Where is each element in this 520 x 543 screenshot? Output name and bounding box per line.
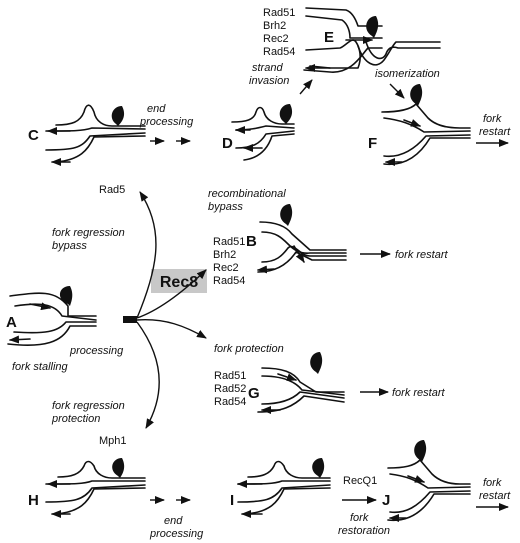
rad5-label: Rad5	[99, 184, 125, 196]
panel-g-blob-icon	[310, 352, 323, 374]
panel-d-letter: D	[222, 135, 233, 152]
fork-restart-j-line1: fork	[483, 477, 502, 489]
recombinational-bypass-line1: recombinational	[208, 188, 286, 200]
g-protein-1: Rad51	[214, 370, 246, 382]
fork-restart-g-label: fork restart	[392, 387, 446, 399]
e-protein-2: Brh2	[263, 20, 286, 32]
panel-e-letter: E	[324, 29, 334, 46]
strand-invasion-line2: invasion	[249, 75, 289, 87]
end-processing-top-line2: processing	[139, 116, 194, 128]
strand-invasion-line1: strand	[252, 62, 283, 74]
panel-h-blob-icon	[112, 458, 125, 478]
end-processing-bottom-line2: processing	[149, 528, 204, 540]
fork-restart-f-line1: fork	[483, 113, 502, 125]
b-protein-2: Brh2	[213, 249, 236, 261]
fork-regression-protection-line2: protection	[51, 413, 100, 425]
panel-f-blob-icon	[410, 84, 423, 106]
panel-a-fork	[7, 286, 97, 346]
isomerization-arrow	[389, 83, 405, 99]
panel-e-dloop	[303, 7, 441, 73]
end-processing-bottom-line1: end	[164, 515, 183, 527]
panel-i-letter: I	[230, 492, 234, 509]
arrow-to-b	[136, 269, 207, 319]
panel-f-fork	[381, 84, 471, 166]
b-protein-4: Rad54	[213, 275, 245, 287]
panel-f-letter: F	[368, 135, 377, 152]
panel-d-blob-icon	[279, 104, 293, 124]
end-processing-top-line1: end	[147, 103, 166, 115]
fork-stalling-label: fork stalling	[12, 361, 69, 373]
fork-restart-j-line2: restart	[479, 490, 511, 502]
panel-h-letter: H	[28, 492, 39, 509]
recq1-label: RecQ1	[343, 475, 377, 487]
fork-regression-bypass-line2: bypass	[52, 240, 87, 252]
fork-protection-label: fork protection	[214, 343, 284, 355]
panel-b-letter: B	[246, 233, 257, 250]
arrow-to-g	[136, 318, 207, 339]
panel-g-letter: G	[248, 385, 260, 402]
panel-d-fork	[231, 104, 295, 161]
recombinational-bypass-line2: bypass	[208, 201, 243, 213]
arrow-to-mph1	[136, 321, 160, 429]
panel-h-fork	[45, 458, 146, 518]
fork-restoration-line1: fork	[350, 512, 369, 524]
panel-j-blob-icon	[414, 440, 427, 462]
fork-regression-protection-line1: fork regression	[52, 400, 125, 412]
b-protein-3: Rec2	[213, 262, 239, 274]
arrow-to-rad5	[136, 191, 157, 319]
stall-blob-icon	[59, 286, 73, 306]
mph1-label: Mph1	[99, 435, 127, 447]
panel-e-blob-icon	[366, 16, 379, 38]
panel-c-fork	[45, 104, 146, 166]
panel-b-blob-icon	[280, 204, 293, 226]
panel-i-blob-icon	[312, 458, 325, 478]
fork-restart-f-line2: restart	[479, 126, 511, 138]
panel-c-letter: C	[28, 127, 39, 144]
e-protein-4: Rad54	[263, 46, 295, 58]
panel-j-letter: J	[382, 492, 390, 509]
panel-i-fork	[237, 458, 331, 518]
strand-invasion-arrow	[299, 79, 313, 95]
panel-g-fork	[257, 352, 345, 414]
panel-b-fork	[257, 204, 347, 274]
panel-c-blob-icon	[111, 106, 125, 126]
processing-label: processing	[69, 345, 124, 357]
isomerization-label: isomerization	[375, 68, 440, 80]
e-protein-1: Rad51	[263, 7, 295, 19]
e-protein-3: Rec2	[263, 33, 289, 45]
g-protein-3: Rad54	[214, 396, 246, 408]
fork-restoration-line2: restoration	[338, 525, 390, 537]
panel-a-letter: A	[6, 314, 17, 331]
panel-j-fork	[387, 440, 471, 522]
rec8-label: Rec8	[160, 274, 198, 291]
fork-regression-bypass-line1: fork regression	[52, 227, 125, 239]
b-protein-1: Rad51	[213, 236, 245, 248]
junction-block	[123, 316, 137, 323]
g-protein-2: Rad52	[214, 383, 246, 395]
fork-restart-b-label: fork restart	[395, 249, 449, 261]
